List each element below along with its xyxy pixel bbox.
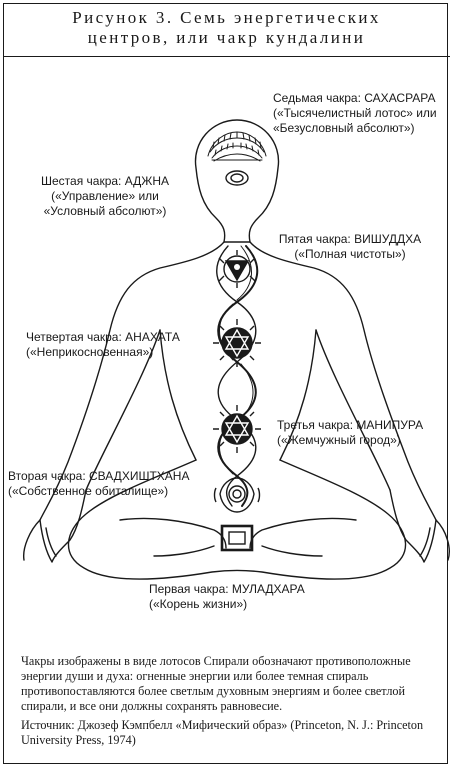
chakra-meaning: «Условный абсолют») (43, 204, 167, 218)
chakra-label-anahata: Четвертая чакра: АНАХАТА («Неприкосновен… (26, 330, 180, 360)
chakra-meaning: («Управление» или (51, 189, 159, 203)
chakra-label-sahasrara: Седьмая чакра: САХАСРАРА («Тысячелистный… (273, 91, 437, 136)
right-inner-arm (315, 329, 391, 491)
right-shoulder-arm (249, 241, 437, 521)
anahata-lotus (213, 319, 261, 367)
manipura-lotus (213, 405, 261, 453)
chakra-meaning: («Жемчужный город») (277, 433, 401, 447)
left-shoulder-arm (39, 241, 225, 521)
figure-title-line-1: Рисунок 3. Семь энергетических (72, 8, 381, 27)
svadhisthana-lotus (213, 477, 261, 513)
title-divider (3, 56, 450, 57)
left-hand (23, 489, 87, 563)
ajna-eye (225, 170, 249, 186)
chakra-name: Пятая чакра: ВИШУДДХА (278, 232, 422, 246)
chakra-meaning: («Неприкосновенная») (26, 345, 154, 359)
figure-title-line-2: центров, или чакр кундалини (87, 28, 366, 47)
inner-leg-right (249, 517, 357, 549)
chakra-label-muladhara: Первая чакра: МУЛАДХАРА («Корень жизни») (149, 582, 305, 612)
chakra-name: Шестая чакра: АДЖНА (40, 174, 169, 188)
chakra-meaning: «Безусловный абсолют») (273, 121, 415, 135)
chakra-name: Первая чакра: МУЛАДХАРА (149, 582, 305, 596)
right-hand (389, 489, 450, 563)
vishuddha-lotus (218, 250, 256, 288)
chakra-meaning: («Тысячелистный лотос» или (273, 106, 437, 120)
chakra-label-ajna: Шестая чакра: АДЖНА («Управление» или «У… (10, 174, 200, 219)
chakra-name: Седьмая чакра: САХАСРАРА (273, 91, 436, 105)
chakra-meaning: («Полная чистоты») (294, 247, 406, 261)
crossed-legs (67, 459, 407, 580)
chakra-name: Вторая чакра: СВАДХИШТХАНА (8, 469, 190, 483)
left-torso (159, 329, 197, 461)
right-torso (279, 329, 317, 461)
foot-right (261, 545, 323, 557)
muladhara-square (220, 524, 254, 552)
chakra-label-manipura: Третья чакра: МАНИПУРА («Жемчужный город… (277, 418, 423, 448)
figure-frame (3, 3, 448, 764)
foot-left (153, 545, 215, 557)
chakra-meaning: («Собственное обиталище») (8, 484, 169, 498)
chakra-label-svadhisthana: Вторая чакра: СВАДХИШТХАНА («Собственное… (8, 469, 189, 499)
chakra-meaning: («Корень жизни») (149, 597, 248, 611)
left-inner-arm (85, 329, 161, 491)
head-outline (194, 119, 280, 243)
chakra-label-vishuddha: Пятая чакра: ВИШУДДХА («Полная чистоты») (270, 232, 430, 262)
chakra-name: Третья чакра: МАНИПУРА (277, 418, 424, 432)
figure-source: Источник: Джозеф Кэмпбелл «Мифический об… (21, 718, 424, 747)
spiral-dark (217, 245, 259, 507)
sahasrara-lotus (207, 131, 267, 162)
spiral-dark-inner (219, 245, 254, 475)
figure-caption: Чакры изображены в виде лотосов Спирали … (21, 654, 411, 713)
inner-leg-left (119, 517, 227, 549)
chakra-name: Четвертая чакра: АНАХАТА (26, 330, 180, 344)
